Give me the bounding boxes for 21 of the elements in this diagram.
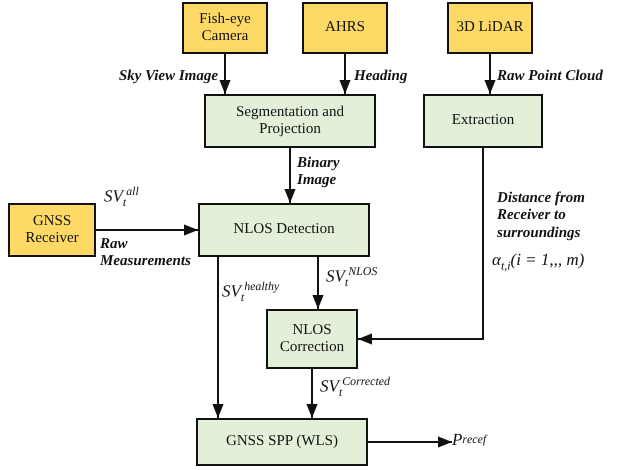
process-box: NLOS Detection bbox=[198, 203, 370, 257]
edge-label: Heading bbox=[354, 68, 408, 86]
process-box: Segmentation and Projection bbox=[204, 94, 376, 148]
arrow bbox=[306, 369, 318, 418]
process-box: NLOS Correction bbox=[266, 309, 358, 369]
math-label: α$_{t,i}$(i = 1,,, m) bbox=[492, 250, 584, 274]
arrow bbox=[212, 257, 224, 418]
arrow bbox=[358, 148, 484, 345]
arrow bbox=[219, 54, 231, 94]
arrow bbox=[339, 54, 351, 94]
arrow bbox=[484, 54, 496, 94]
arrow bbox=[284, 148, 296, 203]
arrow bbox=[368, 436, 452, 448]
process-box: GNSS SPP (WLS) bbox=[196, 418, 368, 466]
process-box: Extraction bbox=[423, 94, 543, 148]
arrow bbox=[96, 224, 198, 236]
sensor-box: AHRS bbox=[302, 2, 388, 54]
sensor-box: GNSS Receiver bbox=[8, 203, 96, 257]
sensor-box: Fish-eye Camera bbox=[182, 2, 268, 54]
sensor-box: 3D LiDAR bbox=[447, 2, 533, 54]
arrow bbox=[312, 257, 324, 309]
